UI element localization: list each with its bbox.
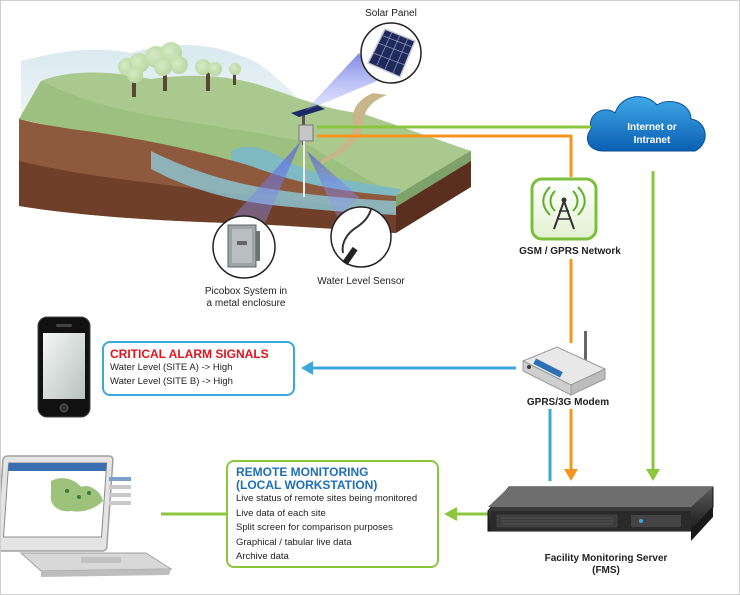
remote-item: Live data of each site bbox=[236, 507, 326, 519]
tree-icon bbox=[118, 42, 241, 97]
laptop-icon bbox=[1, 455, 173, 577]
picobox-label-line2: a metal enclosure bbox=[206, 298, 286, 309]
water-sensor-label: Water Level Sensor bbox=[317, 276, 405, 287]
picobox-enclosure-icon bbox=[212, 215, 276, 279]
connector-lines bbox=[161, 125, 660, 521]
remote-item: Archive data bbox=[236, 551, 289, 562]
alarm-item: Water Level (SITE A) -> High bbox=[110, 362, 233, 373]
remote-item: Live status of remote sites being monito… bbox=[236, 493, 418, 504]
gsm-network-label: GSM / GPRS Network bbox=[519, 246, 621, 257]
server-icon bbox=[487, 486, 714, 541]
alarm-signals-box: CRITICAL ALARM SIGNALS Water Level (SITE… bbox=[102, 341, 295, 396]
remote-item: Split screen for comparison purposes bbox=[236, 522, 393, 533]
water-level-sensor-icon bbox=[330, 206, 392, 268]
cloud-icon bbox=[587, 96, 706, 152]
smartphone-icon bbox=[37, 316, 91, 418]
landscape-illustration bbox=[19, 42, 471, 233]
solar-panel-icon bbox=[360, 22, 422, 84]
cloud-label-line2: Intranet bbox=[633, 135, 671, 146]
alarm-title: CRITICAL ALARM SIGNALS bbox=[110, 347, 269, 361]
remote-monitoring-box: REMOTE MONITORING (LOCAL WORKSTATION) Li… bbox=[226, 460, 439, 568]
remote-item: Graphical / tabular live data bbox=[236, 536, 352, 548]
solar-panel-label: Solar Panel bbox=[365, 8, 417, 19]
picobox-label-line1: Picobox System in bbox=[204, 286, 288, 297]
server-label-line1: Facility Monitoring Server bbox=[544, 553, 668, 564]
remote-title: REMOTE MONITORING (LOCAL WORKSTATION) bbox=[236, 465, 378, 492]
cloud-label: Internet or Intranet bbox=[607, 121, 697, 147]
gsm-tower-icon bbox=[530, 177, 598, 241]
alarm-item: Water Level (SITE B) -> High bbox=[110, 376, 233, 387]
server-label-line2: (FMS) bbox=[592, 565, 620, 576]
modem-label: GPRS/3G Modem bbox=[526, 397, 610, 408]
cloud-label-line1: Internet or bbox=[627, 122, 677, 133]
modem-icon bbox=[521, 331, 607, 396]
